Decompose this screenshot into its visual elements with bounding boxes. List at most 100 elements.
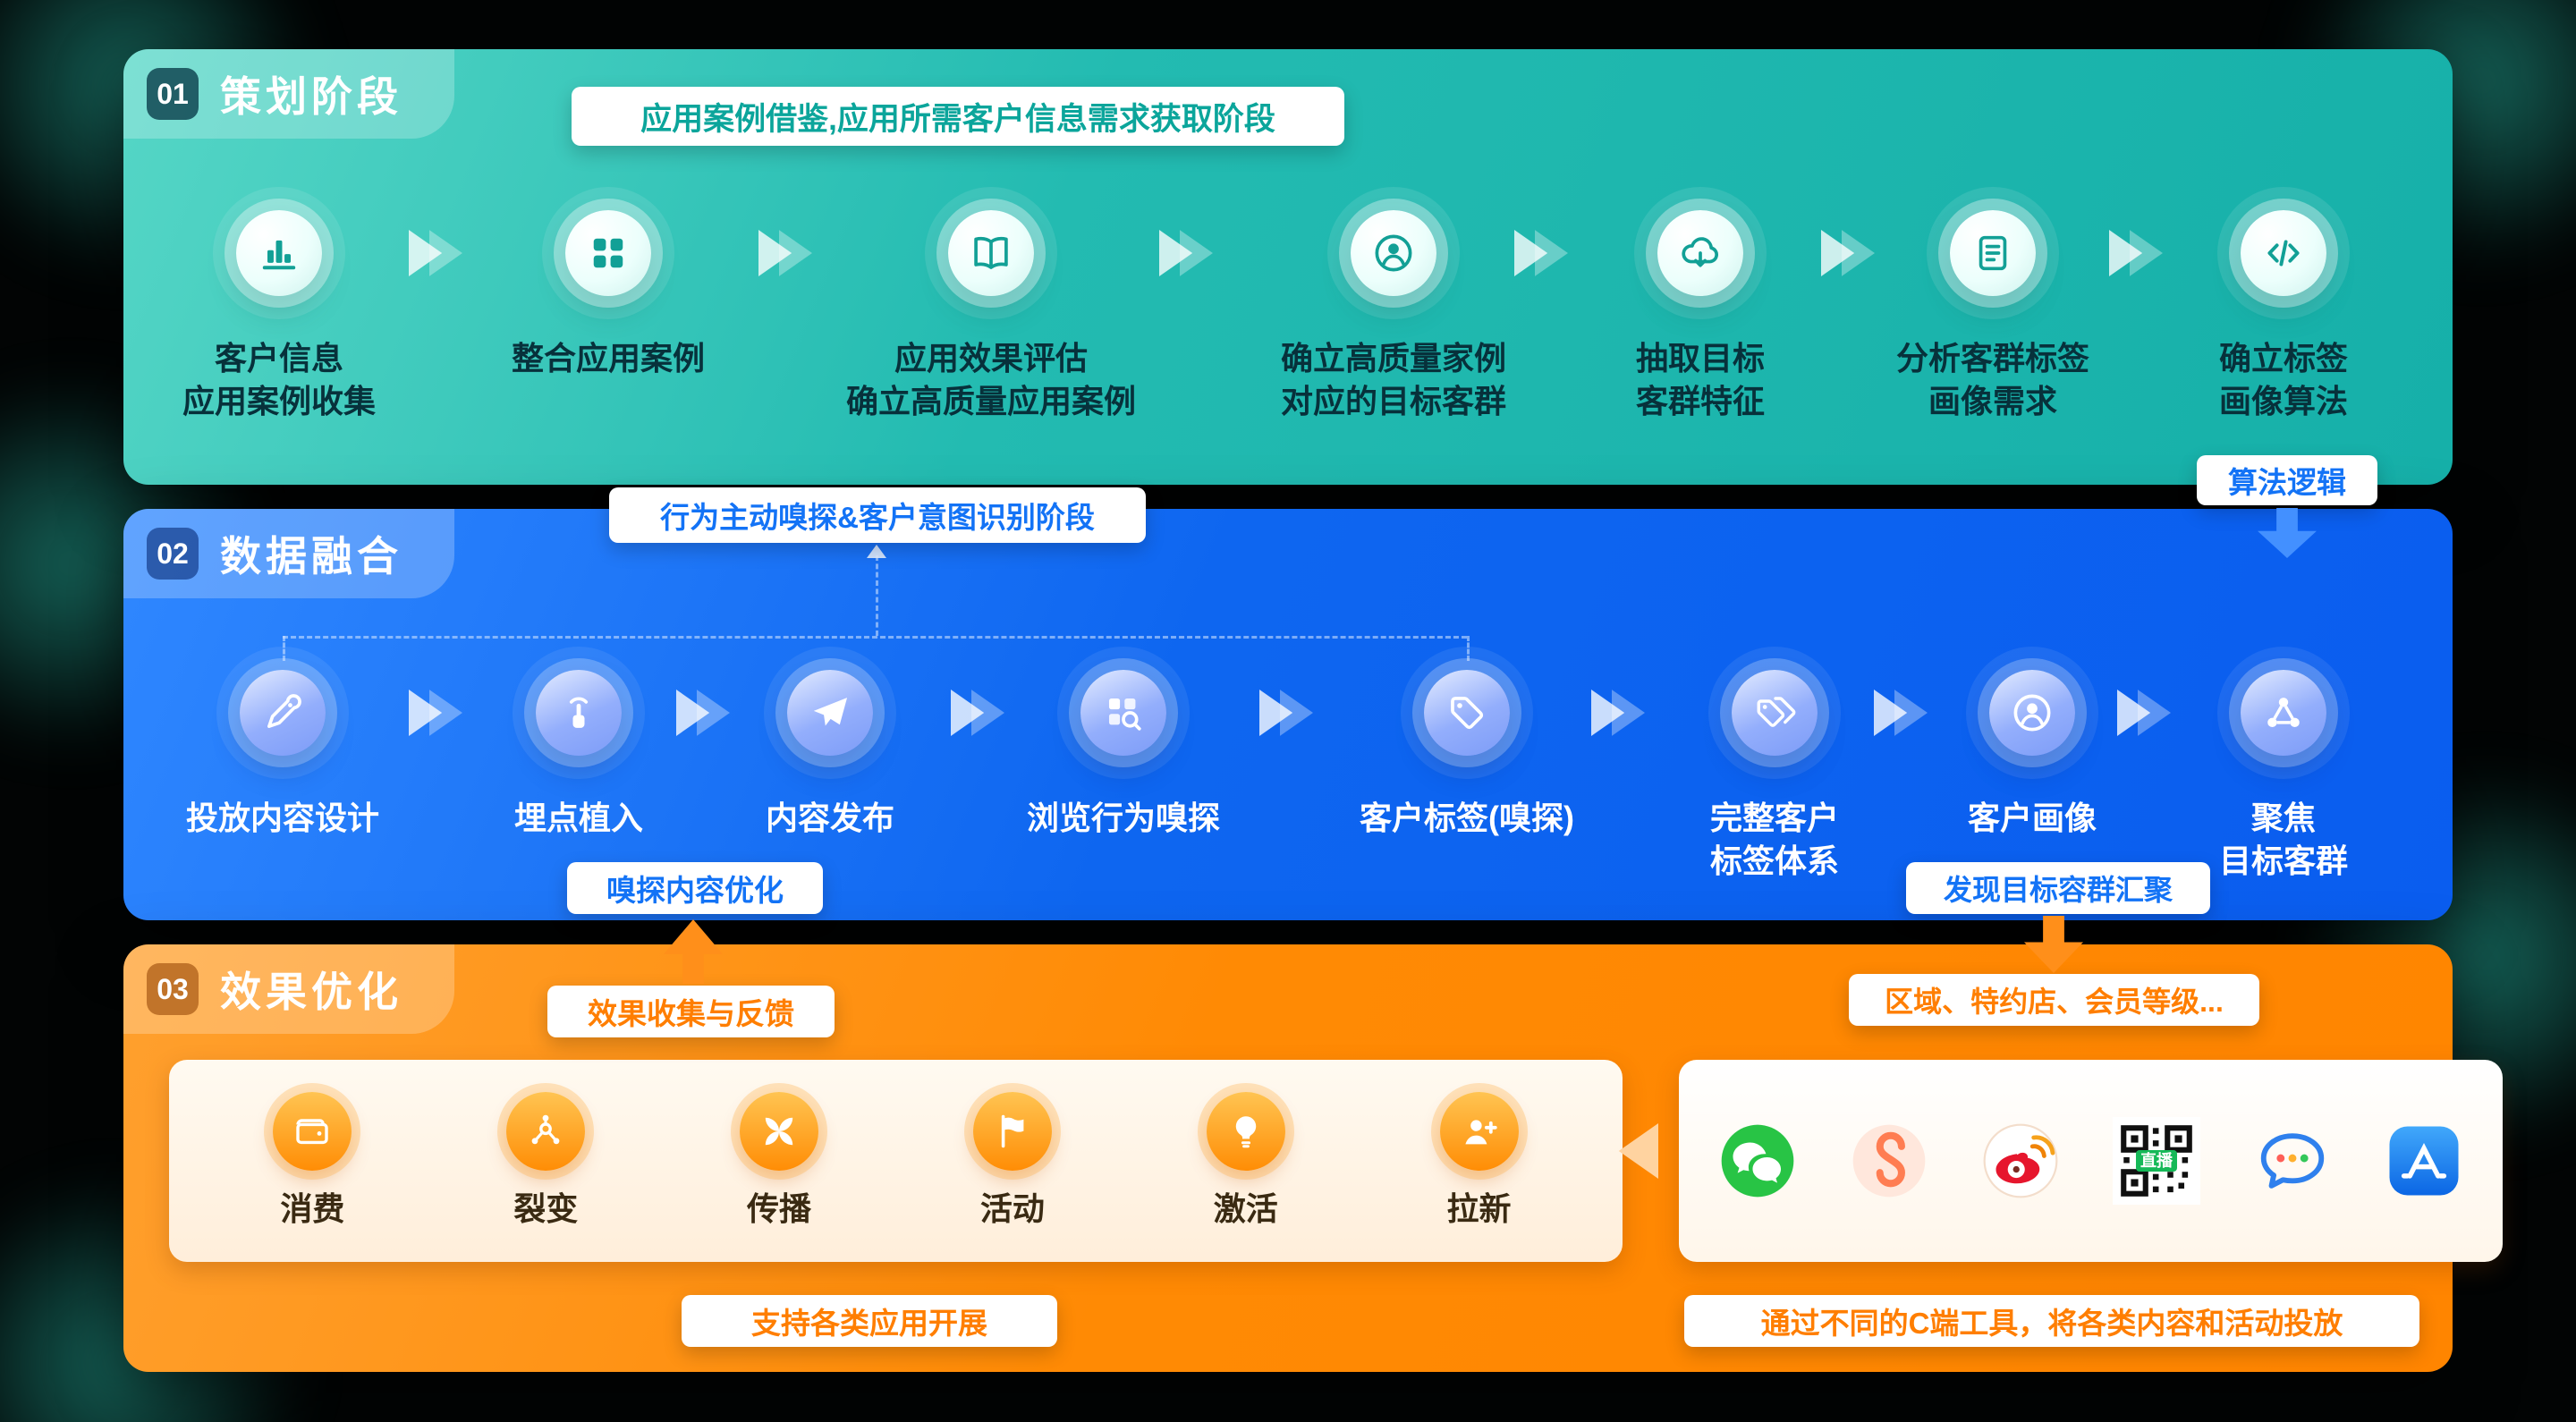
tag-icon xyxy=(1424,670,1510,756)
step-label: 投放内容设计 xyxy=(185,800,379,836)
algorithm-logic-badge: 算法逻辑 xyxy=(2197,455,2377,505)
user-circle-icon xyxy=(1351,210,1436,296)
phase-2-number: 02 xyxy=(147,528,199,580)
app-fission: 裂变 xyxy=(506,1092,586,1230)
step-label: 浏览行为嗅探 xyxy=(1026,800,1220,836)
step-content-design: 投放内容设计 xyxy=(122,670,444,840)
fission-icon xyxy=(506,1092,586,1171)
phase-1-band: 01 策划阶段 应用案例借鉴,应用所需客户信息需求获取阶段 客户信息 应用案例收… xyxy=(123,49,2453,485)
step-label: 应用效果评估 确立高质量应用案例 xyxy=(845,340,1136,419)
step-tracking-implant: 埋点植入 xyxy=(418,670,740,840)
app-activate: 激活 xyxy=(1206,1092,1285,1230)
app-label: 拉新 xyxy=(1446,1190,1512,1227)
app-label: 消费 xyxy=(280,1190,345,1227)
user-plus-icon xyxy=(1439,1092,1519,1171)
user-circle-icon xyxy=(1989,670,2075,756)
app-label: 活动 xyxy=(979,1190,1045,1227)
step-customer-profile: 客户画像 xyxy=(1871,670,2193,840)
bulb-icon xyxy=(1206,1092,1285,1171)
document-icon xyxy=(1950,210,2036,296)
fan-icon xyxy=(740,1092,819,1171)
dashed-connector xyxy=(876,555,878,636)
step-integrate-cases: 整合应用案例 xyxy=(438,210,778,380)
chevron-right-icon xyxy=(1159,230,1213,276)
app-activity: 活动 xyxy=(972,1092,1052,1230)
channels-panel: 直播 xyxy=(1679,1060,2503,1262)
pen-icon xyxy=(240,670,326,756)
step-focus-group: 聚焦 目标客群 xyxy=(2123,670,2445,883)
dashed-connector xyxy=(1467,636,1470,661)
step-label: 完整客户 标签体系 xyxy=(1709,800,1839,879)
step-customer-tag: 客户标签(嗅探) xyxy=(1306,670,1628,840)
phase-3-number: 03 xyxy=(147,963,199,1015)
tap-icon xyxy=(536,670,622,756)
phase-3-title: 效果优化 xyxy=(220,969,402,1015)
app-label: 传播 xyxy=(747,1190,812,1227)
wechat-icon xyxy=(1718,1122,1797,1200)
wallet-icon xyxy=(273,1092,352,1171)
step-label: 埋点植入 xyxy=(513,800,643,836)
step-label: 确立高质量家例 对应的目标客群 xyxy=(1280,340,1506,419)
discover-gather-badge: 发现目标容群汇聚 xyxy=(1906,862,2210,914)
step-label: 客户画像 xyxy=(1967,800,2097,836)
step-tag-system: 完整客户 标签体系 xyxy=(1614,670,1936,883)
mini-program-icon xyxy=(1850,1122,1928,1200)
step-analyze-tags: 分析客群标签 画像需求 xyxy=(1823,210,2163,423)
paper-plane-icon xyxy=(787,670,873,756)
levels-badge: 区域、特约店、会员等级... xyxy=(1849,974,2259,1026)
phase-3-band: 03 效果优化 效果收集与反馈 区域、特约店、会员等级... 消费 裂变 xyxy=(123,944,2503,1372)
tools-badge: 通过不同的C端工具，将各类内容和活动投放 xyxy=(1684,1295,2419,1347)
network-icon xyxy=(2241,670,2326,756)
app-consume: 消费 xyxy=(273,1092,352,1230)
sniff-optimize-badge: 嗅探内容优化 xyxy=(567,862,823,914)
tags-icon xyxy=(1732,670,1818,756)
phase-2-banner: 行为主动嗅探&客户意图识别阶段 xyxy=(609,487,1146,543)
app-label: 激活 xyxy=(1213,1190,1278,1227)
browse-grid-icon xyxy=(1080,670,1166,756)
app-spread: 传播 xyxy=(740,1092,819,1230)
flag-icon xyxy=(972,1092,1052,1171)
phase-2-title: 数据融合 xyxy=(220,533,402,580)
cloud-download-icon xyxy=(1657,210,1743,296)
step-browse-sniff: 浏览行为嗅探 xyxy=(962,670,1284,840)
qrcode-icon: 直播 xyxy=(2113,1117,2200,1205)
step-effect-evaluation: 应用效果评估 确立高质量应用案例 xyxy=(821,210,1161,423)
feedback-badge: 效果收集与反馈 xyxy=(547,986,835,1037)
phase-2-band: 02 数据融合 行为主动嗅探&客户意图识别阶段 投放内容设计 埋点植入 xyxy=(122,487,2453,920)
step-label: 客户信息 应用案例收集 xyxy=(182,340,376,419)
code-icon xyxy=(2241,210,2326,296)
step-label: 抽取目标 客群特征 xyxy=(1635,340,1765,419)
appstore-icon xyxy=(2385,1122,2463,1200)
dashed-connector xyxy=(283,636,285,661)
grid-icon xyxy=(565,210,651,296)
live-label: 直播 xyxy=(2136,1150,2177,1172)
phase-1-title: 策划阶段 xyxy=(220,73,402,120)
applications-panel: 消费 裂变 传播 活动 xyxy=(169,1060,1623,1262)
app-acquire: 拉新 xyxy=(1439,1092,1519,1230)
arrow-up-icon xyxy=(867,545,886,558)
step-content-publish: 内容发布 xyxy=(669,670,991,840)
chevron-right-icon xyxy=(1259,690,1313,736)
phase-2-tab: 02 数据融合 xyxy=(123,509,454,598)
open-book-icon xyxy=(948,210,1034,296)
bar-chart-icon xyxy=(236,210,322,296)
weibo-icon xyxy=(1981,1122,2060,1200)
chevron-right-icon xyxy=(758,230,812,276)
phase-1-tab: 01 策划阶段 xyxy=(123,49,454,139)
step-extract-features: 抽取目标 客群特征 xyxy=(1530,210,1870,423)
step-label: 整合应用案例 xyxy=(511,340,705,377)
step-label: 聚焦 目标客群 xyxy=(2218,800,2348,879)
step-label: 确立标签 画像算法 xyxy=(2218,340,2348,419)
step-case-collection: 客户信息 应用案例收集 xyxy=(109,210,449,423)
step-label: 分析客群标签 画像需求 xyxy=(1895,340,2089,419)
chat-bubble-icon xyxy=(2253,1122,2332,1200)
step-label: 客户标签(嗅探) xyxy=(1360,800,1574,836)
phase-1-banner: 应用案例借鉴,应用所需客户信息需求获取阶段 xyxy=(572,87,1344,146)
step-tag-algorithm: 确立标签 画像算法 xyxy=(2114,210,2453,423)
app-label: 裂变 xyxy=(513,1190,579,1227)
step-target-group: 确立高质量家例 对应的目标客群 xyxy=(1224,210,1563,423)
support-badge: 支持各类应用开展 xyxy=(682,1295,1057,1347)
dashed-connector xyxy=(283,636,1467,639)
phase-1-number: 01 xyxy=(147,68,199,120)
